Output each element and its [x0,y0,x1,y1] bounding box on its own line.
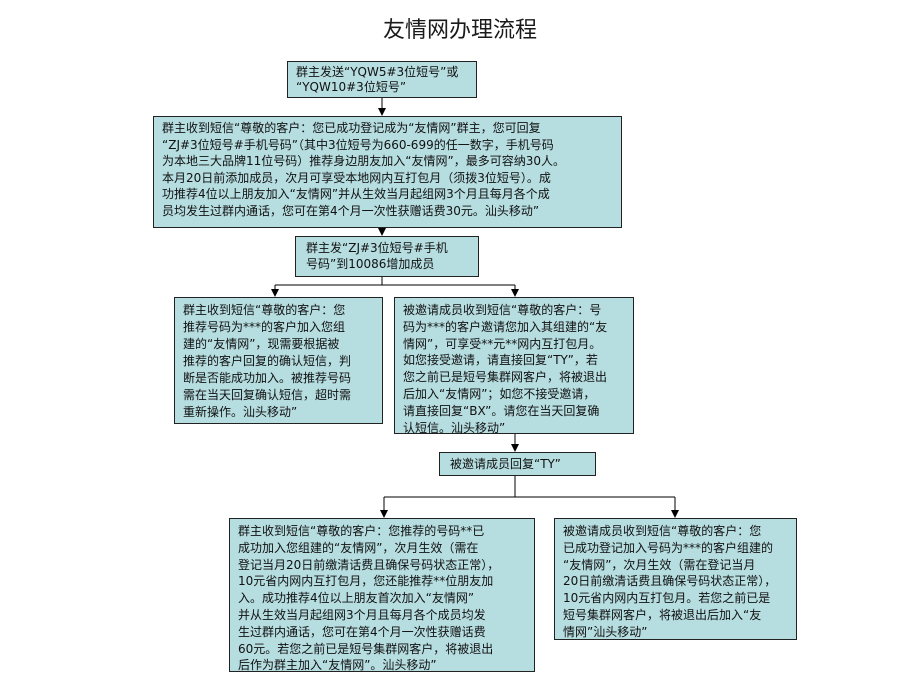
page-title: 友情网办理流程 [382,18,537,43]
step-group-owner-sends-code: 群主发送“YQW5#3位短号”或 “YQW10#3位短号” [287,61,477,98]
step-owner-adds-member: 群主发“ZJ#3位短号#手机 号码”到10086增加成员 [295,236,479,277]
step-owner-pending-confirmation-sms: 群主收到短信“尊敬的客户：您 推荐号码为***的客户加入您组 建的“友情网”，现… [174,297,383,424]
step-owner-success-sms: 群主收到短信“尊敬的客户：您推荐的号码**已 成功加入您组建的“友情网”，次月生… [229,518,535,672]
step-invitee-invitation-sms: 被邀请成员收到短信“尊敬的客户：号 码为***的客户邀请您加入其组建的“友 情网… [394,297,634,435]
step-invitee-success-sms: 被邀请成员收到短信“尊敬的客户：您 已成功登记加入号码为***的客户组建的 “友… [554,518,797,640]
step-invitee-replies-ty: 被邀请成员回复“TY” [439,452,596,476]
step-owner-registration-sms: 群主收到短信“尊敬的客户：您已成功登记成为“友情网”群主，您可回复 “ZJ#3位… [153,116,622,228]
